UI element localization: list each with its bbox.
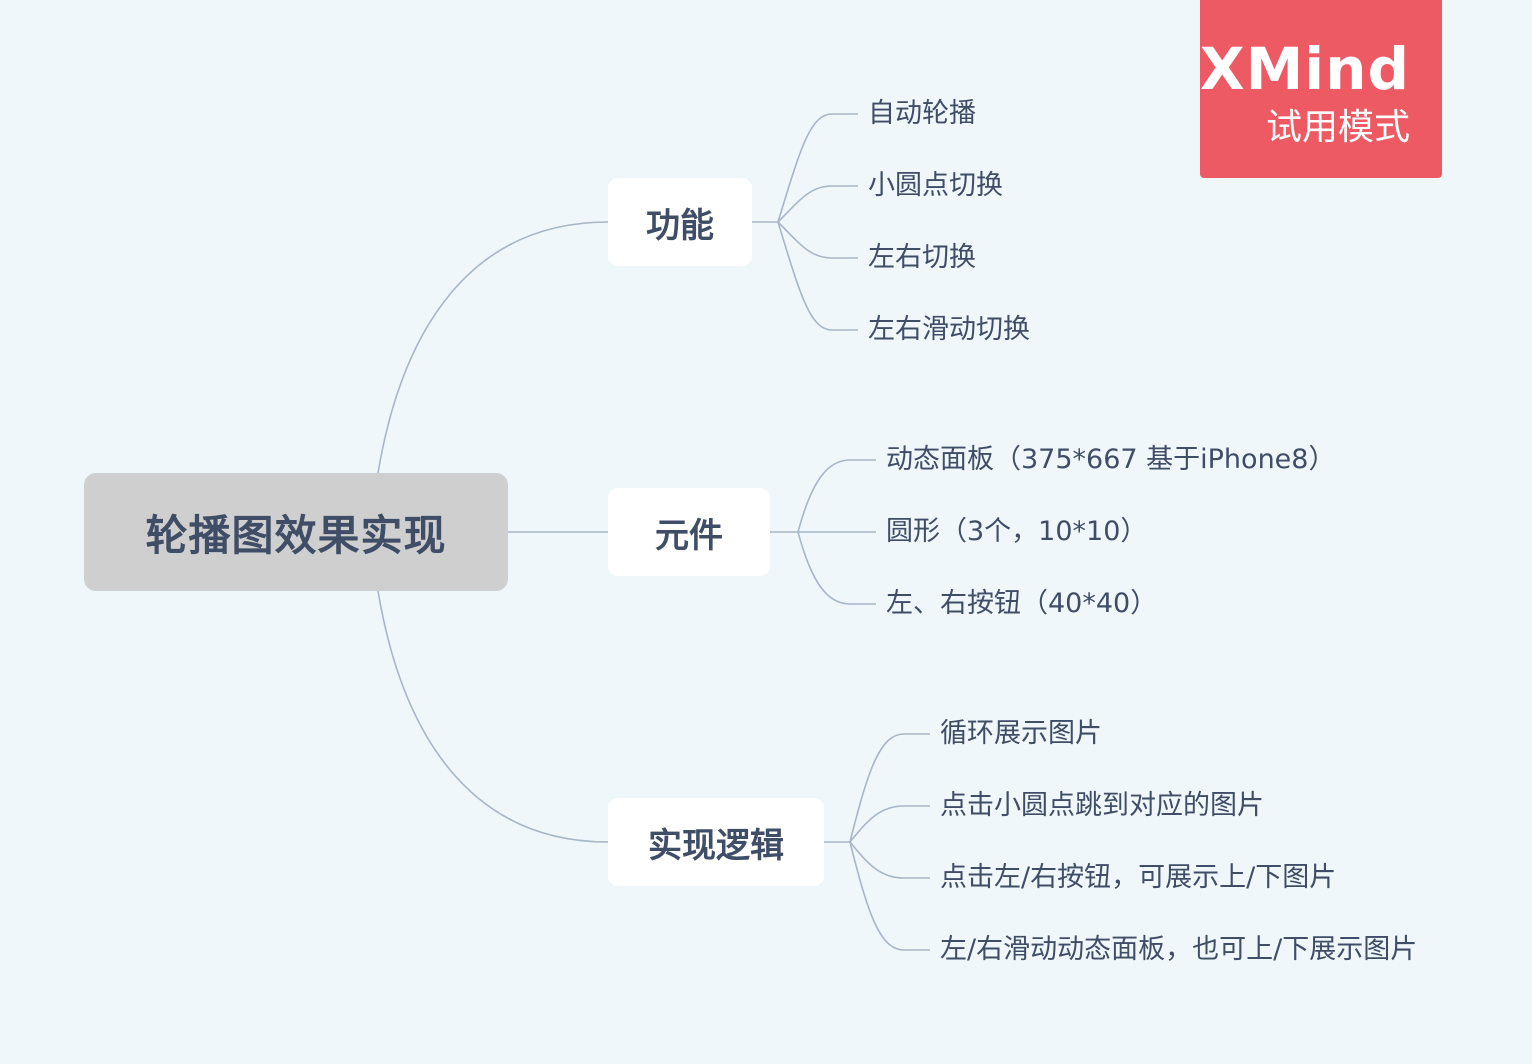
subtopic-left-right-switch[interactable]: 左右切换 — [868, 242, 976, 273]
branch-topic-label: 实现逻辑 — [648, 825, 784, 866]
connector-branch-1-leaf-2 — [797, 531, 876, 605]
subtopic-buttons[interactable]: 左、右按钮（40*40） — [886, 588, 1158, 619]
subtopic-swipe-panel[interactable]: 左/右滑动动态面板，也可上/下展示图片 — [940, 934, 1418, 965]
xmind-trial-watermark: XMind 试用模式 — [1200, 0, 1442, 178]
branch-topic-components[interactable]: 元件 — [608, 488, 770, 576]
connector-branch-0-leaf-3 — [777, 221, 858, 331]
connector-branch-2-leaf-2 — [849, 841, 930, 879]
watermark-brand: XMind — [1199, 35, 1410, 103]
branch-topic-features[interactable]: 功能 — [608, 178, 752, 266]
branch-topic-logic[interactable]: 实现逻辑 — [608, 798, 824, 886]
connector-branch-2-leaf-0 — [849, 733, 930, 843]
connector-branch-0-leaf-0 — [777, 113, 858, 223]
branch-topic-label: 元件 — [655, 515, 723, 556]
connector-branch-2-leaf-1 — [849, 805, 930, 843]
subtopic-swipe-switch[interactable]: 左右滑动切换 — [868, 314, 1030, 345]
subtopic-auto-play[interactable]: 自动轮播 — [868, 98, 976, 129]
watermark-mode: 试用模式 — [1265, 107, 1410, 148]
connector-root-to-branch-2 — [377, 590, 609, 843]
root-topic[interactable]: 轮播图效果实现 — [84, 473, 508, 591]
connector-branch-2-leaf-3 — [849, 841, 930, 951]
branch-topic-label: 功能 — [646, 205, 714, 246]
connector-branch-0-leaf-1 — [777, 185, 858, 223]
connector-branch-1-leaf-0 — [797, 459, 876, 533]
subtopic-dot-switch[interactable]: 小圆点切换 — [868, 170, 1003, 201]
root-topic-label: 轮播图效果实现 — [145, 510, 447, 560]
subtopic-button-prev-next[interactable]: 点击左/右按钮，可展示上/下图片 — [940, 862, 1337, 893]
connector-root-to-branch-0 — [377, 221, 609, 474]
subtopic-circles[interactable]: 圆形（3个，10*10） — [886, 516, 1148, 547]
subtopic-dot-jump[interactable]: 点击小圆点跳到对应的图片 — [940, 790, 1264, 821]
subtopic-loop-images[interactable]: 循环展示图片 — [940, 718, 1102, 749]
connector-branch-0-leaf-2 — [777, 221, 858, 259]
subtopic-dynamic-panel[interactable]: 动态面板（375*667 基于iPhone8） — [886, 444, 1336, 475]
